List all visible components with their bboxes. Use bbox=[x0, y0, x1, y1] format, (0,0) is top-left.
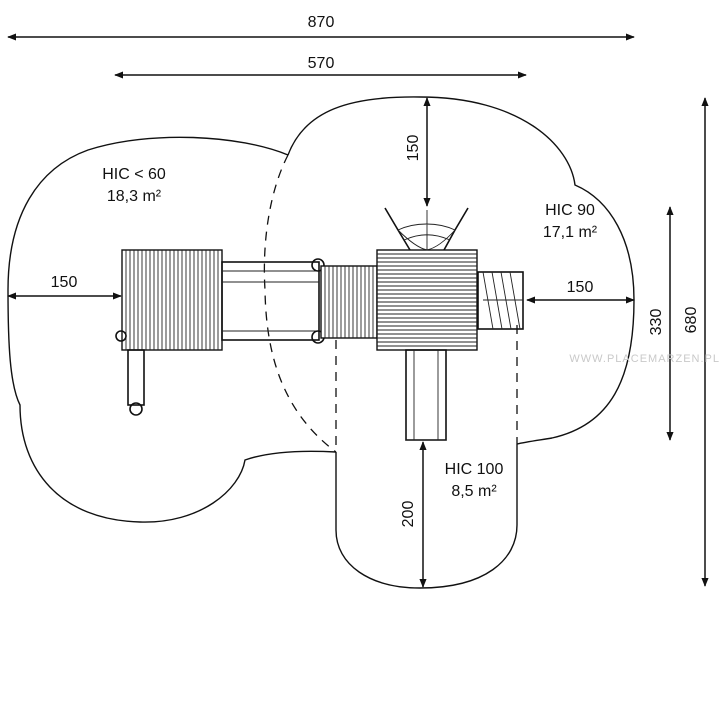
play-structure bbox=[115, 207, 524, 441]
left-clearance-label: 150 bbox=[51, 274, 78, 291]
top-clearance-label: 150 bbox=[405, 135, 422, 162]
zone-bottom-area: 8,5 m² bbox=[451, 483, 497, 500]
zone-left-hic: HIC < 60 bbox=[102, 166, 166, 183]
dimension-lines bbox=[7, 33, 709, 588]
middle-height-label: 330 bbox=[648, 309, 665, 336]
watermark-text: WWW.PLACEMARZEN.PL bbox=[569, 353, 720, 365]
overall-height-label: 680 bbox=[683, 307, 700, 334]
zone-bottom-hic: HIC 100 bbox=[445, 461, 504, 478]
zone-right-area: 17,1 m² bbox=[543, 224, 598, 241]
left-tower-roof bbox=[121, 249, 223, 351]
safety-zone-outline bbox=[7, 96, 635, 589]
right-clearance-label: 150 bbox=[567, 279, 594, 296]
structure-width-label: 570 bbox=[308, 55, 335, 72]
overall-width-label: 870 bbox=[308, 14, 335, 31]
main-tower-roof bbox=[376, 249, 478, 351]
zone-right-hic: HIC 90 bbox=[545, 202, 595, 219]
bottom-clearance-label: 200 bbox=[400, 501, 417, 528]
zone-left-area: 18,3 m² bbox=[107, 188, 162, 205]
